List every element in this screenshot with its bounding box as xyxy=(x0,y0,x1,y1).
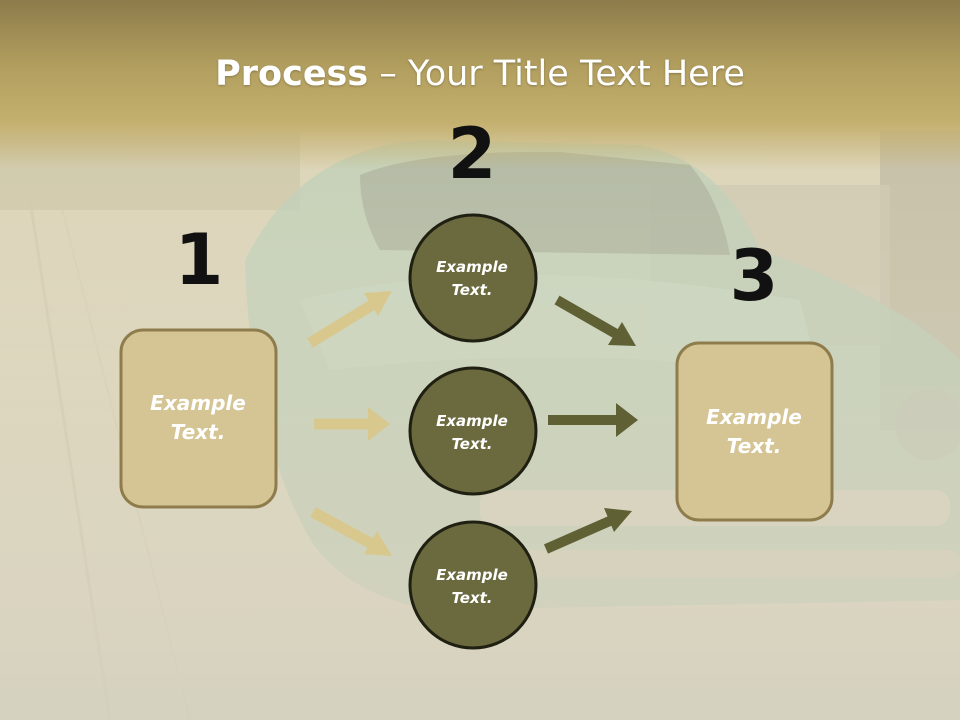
title-regular-part: – Your Title Text Here xyxy=(368,54,745,94)
step-number-3: 3 xyxy=(730,235,779,317)
circle-middle-line-2: Text. xyxy=(451,435,492,453)
left-box-line-2: Text. xyxy=(171,420,226,444)
title-band xyxy=(0,0,960,170)
right-box-line-1: Example xyxy=(706,405,802,429)
circle-bottom-line-1: Example xyxy=(436,566,508,584)
step-number-2: 2 xyxy=(448,113,497,195)
circle-bottom-line-2: Text. xyxy=(451,589,492,607)
arrow-middle-circle-to-right xyxy=(548,403,638,437)
arrow-top-circle-to-right xyxy=(554,295,636,346)
circle-top-line-2: Text. xyxy=(451,281,492,299)
step-circle-middle[interactable]: Example Text. xyxy=(408,366,538,496)
slide-title[interactable]: Process – Your Title Text Here xyxy=(0,54,960,94)
right-step-box[interactable]: Example Text. xyxy=(675,341,834,522)
arrow-left-to-bottom-circle xyxy=(310,507,392,556)
title-bold-part: Process xyxy=(215,54,369,94)
arrow-left-to-middle-circle xyxy=(314,407,390,441)
circle-middle-line-1: Example xyxy=(436,412,508,430)
right-box-line-2: Text. xyxy=(727,434,782,458)
circle-top-line-1: Example xyxy=(436,258,508,276)
left-step-box[interactable]: Example Text. xyxy=(119,328,278,509)
arrow-left-to-top-circle xyxy=(307,291,392,348)
step-circle-bottom[interactable]: Example Text. xyxy=(408,520,538,650)
step-number-1: 1 xyxy=(175,219,224,301)
step-circle-top[interactable]: Example Text. xyxy=(408,213,538,343)
left-box-line-1: Example xyxy=(150,391,246,415)
arrow-bottom-circle-to-right xyxy=(543,508,632,554)
